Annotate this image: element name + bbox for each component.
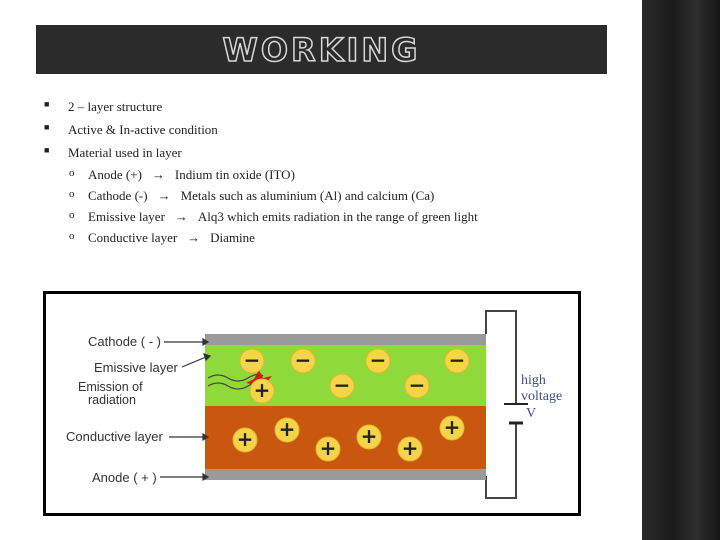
plus-sign: + bbox=[361, 424, 378, 448]
minus-sign: − bbox=[244, 348, 261, 372]
bullet-text: Material used in layer bbox=[68, 145, 182, 160]
bullet-list: ■ 2 – layer structure ■ Active & In-active… bbox=[40, 97, 600, 250]
sub-term: Emissive layer bbox=[88, 209, 165, 224]
sub-bullet-item: o Anode (+) → Indium tin oxide (ITO) bbox=[40, 166, 600, 183]
sub-term: Anode (+) bbox=[88, 167, 142, 182]
circle-bullet-icon: o bbox=[69, 188, 75, 200]
oled-diagram: Cathode ( - ) Emissive layer Emission of… bbox=[43, 291, 581, 516]
plus-sign: + bbox=[402, 436, 419, 460]
hole-charge: + bbox=[274, 417, 300, 443]
decorative-side-strip bbox=[642, 0, 720, 540]
plus-sign: + bbox=[279, 417, 296, 441]
minus-sign: − bbox=[370, 348, 387, 372]
circle-bullet-icon: o bbox=[69, 209, 75, 221]
minus-sign: − bbox=[449, 348, 466, 372]
emission-label-line2: radiation bbox=[88, 393, 136, 407]
minus-sign: − bbox=[334, 373, 351, 397]
square-bullet-icon: ■ bbox=[44, 145, 50, 155]
bullet-text: 2 – layer structure bbox=[68, 99, 163, 114]
plus-sign: + bbox=[320, 436, 337, 460]
arrow-icon: → bbox=[174, 209, 188, 224]
bullet-item: ■ Active & In-active condition bbox=[40, 120, 600, 143]
square-bullet-icon: ■ bbox=[44, 122, 50, 132]
voltage-label-line3: V bbox=[526, 406, 536, 421]
circuit-wire bbox=[485, 310, 517, 499]
arrow-icon: → bbox=[187, 230, 201, 245]
electron-charge: − bbox=[365, 348, 391, 374]
oled-diagram-svg: Cathode ( - ) Emissive layer Emission of… bbox=[66, 310, 562, 499]
electron-charge: − bbox=[444, 348, 470, 374]
voltage-label-line1: high bbox=[521, 373, 546, 388]
hole-charge: + bbox=[397, 436, 423, 462]
cathode-layer bbox=[205, 334, 486, 345]
conductive-label: Conductive layer bbox=[66, 429, 163, 444]
cathode-label: Cathode ( - ) bbox=[88, 334, 161, 349]
plus-sign: + bbox=[237, 427, 254, 451]
electron-charge: − bbox=[329, 373, 355, 399]
emission-label-line1: Emission of bbox=[78, 380, 143, 394]
sub-desc: Alq3 which emits radiation in the range … bbox=[197, 209, 478, 224]
anode-label: Anode ( + ) bbox=[92, 470, 157, 485]
hole-charge: + bbox=[315, 436, 341, 462]
arrow-icon: → bbox=[157, 188, 171, 203]
hole-charge: + bbox=[439, 415, 465, 441]
electron-charge: − bbox=[290, 348, 316, 374]
hole-charge: + bbox=[232, 427, 258, 453]
sub-term: Conductive layer bbox=[88, 230, 178, 245]
anode-layer bbox=[205, 469, 486, 480]
title-bar: WORKING bbox=[36, 25, 607, 74]
sub-bullet-item: o Emissive layer → Alq3 which emits radiati… bbox=[40, 208, 488, 225]
minus-sign: − bbox=[409, 373, 426, 397]
voltage-label-line2: voltage bbox=[521, 389, 562, 404]
sub-desc: Metals such as aluminium (Al) and calciu… bbox=[180, 188, 435, 203]
sub-bullet-item: o Cathode (-) → Metals such as aluminium (A… bbox=[40, 187, 600, 204]
slide-title: WORKING bbox=[222, 30, 421, 70]
emissive-label: Emissive layer bbox=[94, 360, 178, 375]
plus-sign: + bbox=[254, 378, 271, 402]
bullet-item: ■ Material used in layer bbox=[40, 143, 600, 166]
circle-bullet-icon: o bbox=[69, 167, 75, 179]
hole-charge: + bbox=[249, 378, 275, 404]
sub-term: Cathode (-) bbox=[88, 188, 148, 203]
hole-charge: + bbox=[356, 424, 382, 450]
bullet-item: ■ 2 – layer structure bbox=[40, 97, 600, 120]
sub-desc: Diamine bbox=[210, 230, 255, 245]
label-arrows bbox=[160, 337, 212, 482]
minus-sign: − bbox=[295, 348, 312, 372]
sub-bullet-item: o Conductive layer → Diamine bbox=[40, 229, 600, 246]
sub-desc: Indium tin oxide (ITO) bbox=[174, 167, 295, 182]
plus-sign: + bbox=[444, 415, 461, 439]
circle-bullet-icon: o bbox=[69, 230, 75, 242]
square-bullet-icon: ■ bbox=[44, 99, 50, 109]
arrow-icon: → bbox=[151, 167, 165, 182]
bullet-text: Active & In-active condition bbox=[68, 122, 218, 137]
electron-charge: − bbox=[404, 373, 430, 399]
electron-charge: − bbox=[239, 348, 265, 374]
